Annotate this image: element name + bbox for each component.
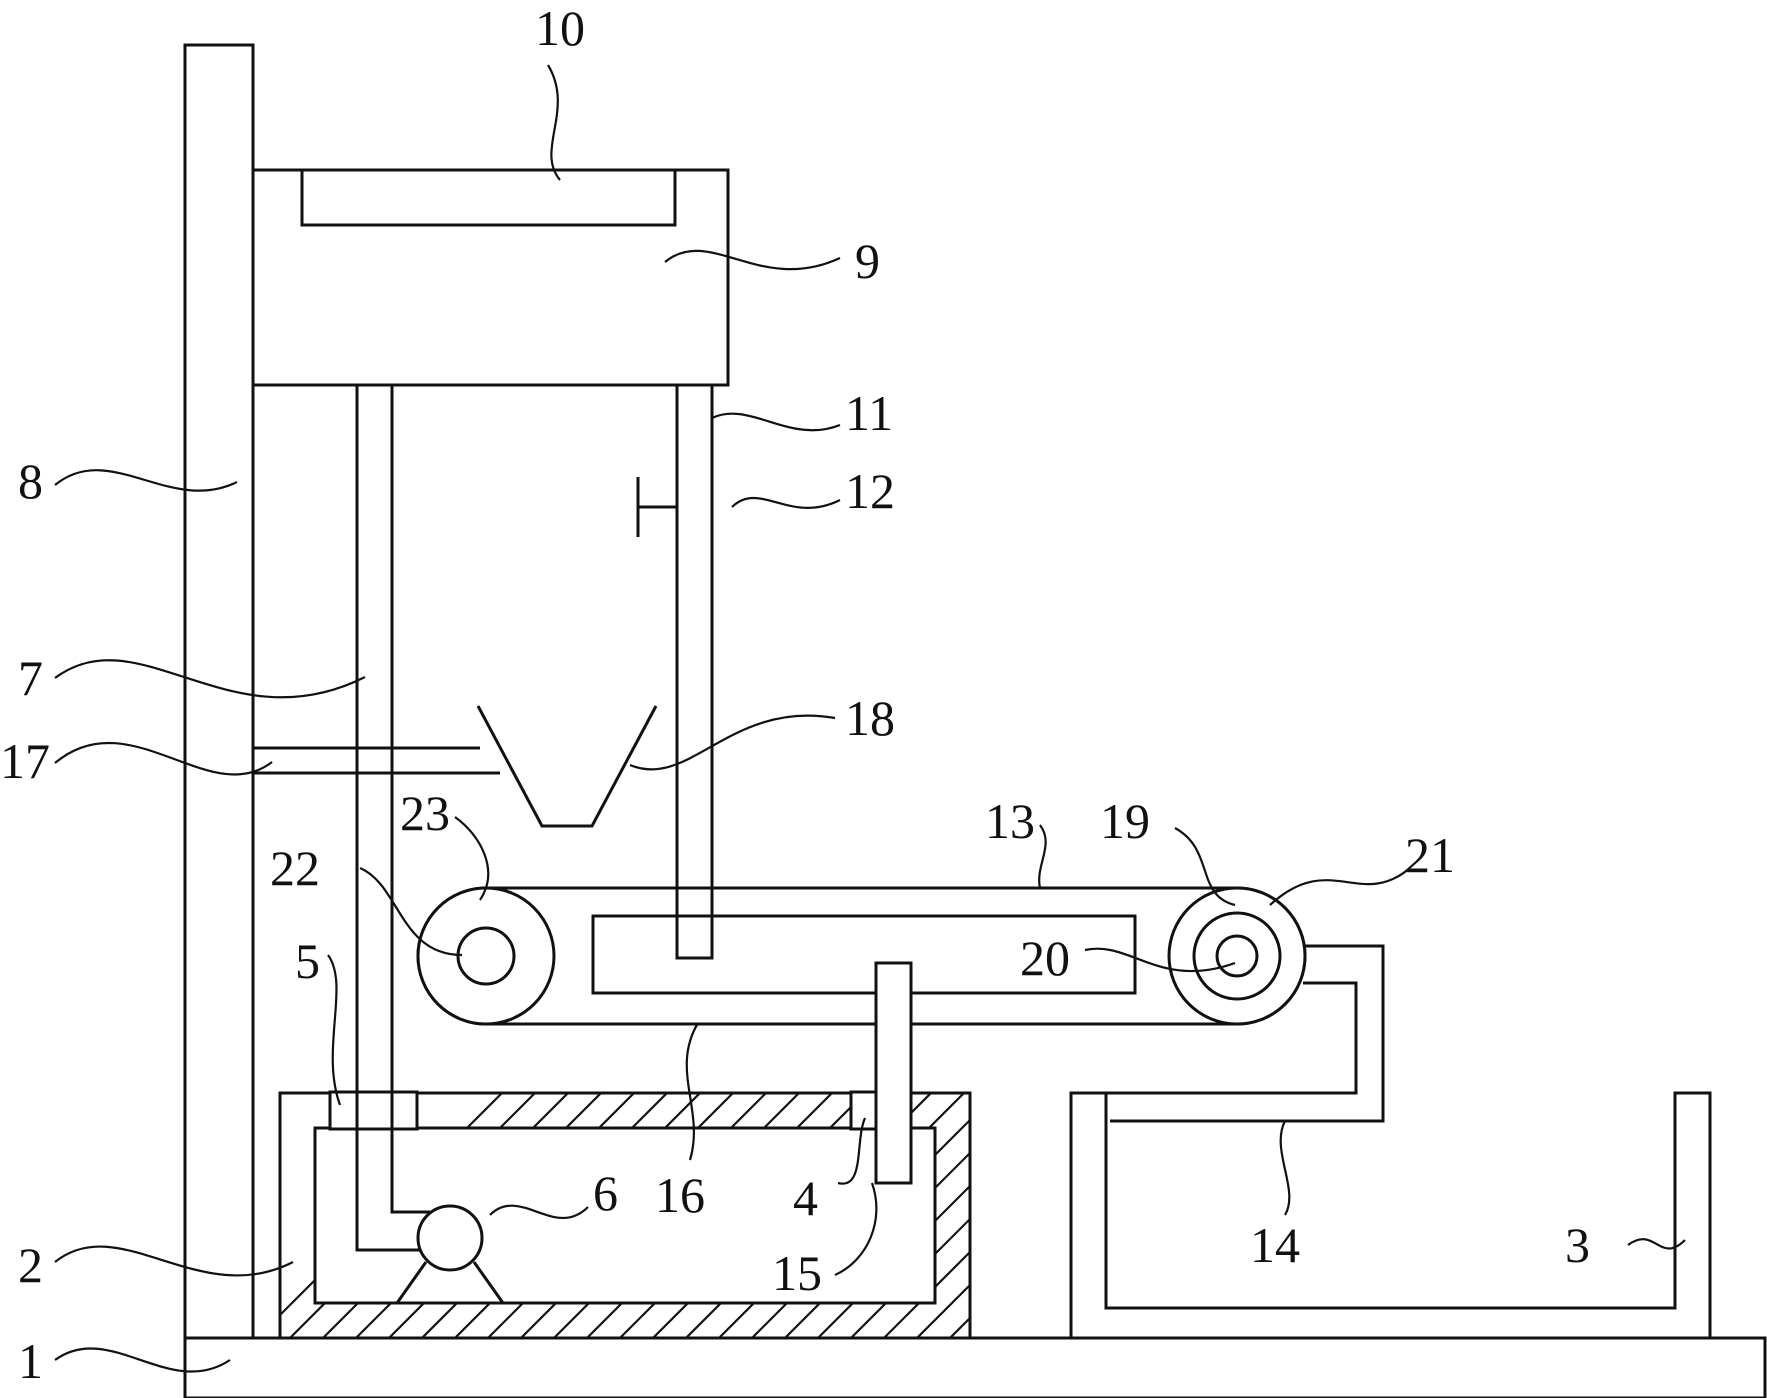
label-17: 17 (0, 733, 50, 789)
hatch-line (612, 1093, 874, 1338)
label-11: 11 (845, 385, 893, 441)
right-inner-wheel (1192, 911, 1282, 1001)
label-2: 2 (18, 1237, 43, 1293)
leader-14 (1279, 1120, 1291, 1216)
leader-15 (834, 1182, 878, 1277)
hatch-line (909, 1093, 970, 1338)
left-pulley (416, 886, 556, 1026)
housing-lid (300, 170, 677, 227)
hatch-line (876, 1093, 970, 1338)
pump-stand (395, 1261, 505, 1304)
leader-21 (1269, 867, 1411, 906)
label-16: 16 (655, 1167, 705, 1223)
hatch-line (1009, 1085, 1269, 1345)
leader-8 (54, 469, 238, 492)
label-4: 4 (793, 1170, 818, 1226)
plate (874, 961, 913, 1185)
label-8: 8 (18, 453, 43, 509)
handle (636, 477, 677, 537)
label-23: 23 (400, 785, 450, 841)
pipe-through-lid (355, 1093, 394, 1128)
leader-6 (489, 1204, 589, 1220)
label-6: 6 (593, 1165, 618, 1221)
label-12: 12 (845, 463, 895, 519)
leader-3 (1627, 1238, 1686, 1250)
pipe-inner (390, 385, 430, 1214)
label-1: 1 (18, 1333, 43, 1389)
leader-5 (327, 954, 342, 1106)
hopper (476, 705, 658, 828)
label-19: 19 (1100, 793, 1150, 849)
pipe-outer (355, 385, 432, 1252)
hatch-line (711, 1093, 970, 1338)
rod (675, 383, 714, 960)
label-14: 14 (1250, 1217, 1300, 1273)
leader-9 (664, 249, 841, 271)
leader-4 (837, 1117, 867, 1185)
leader-12 (731, 496, 841, 509)
leader-1 (54, 1347, 231, 1373)
label-21: 21 (1405, 827, 1455, 883)
label-13: 13 (985, 793, 1035, 849)
column (183, 43, 255, 1340)
label-3: 3 (1565, 1217, 1590, 1273)
bracket-outer (1110, 944, 1385, 1123)
leader-22 (359, 866, 463, 957)
leader-23 (454, 816, 490, 901)
crossbar (253, 746, 500, 775)
top-housing (251, 168, 730, 387)
leader-18 (629, 714, 836, 771)
leader-10 (547, 64, 561, 181)
label-7: 7 (18, 650, 43, 706)
leader-17 (54, 741, 273, 776)
label-22: 22 (270, 840, 320, 896)
label-5: 5 (295, 933, 320, 989)
slider-frame (591, 914, 1137, 995)
leader-7 (54, 659, 366, 699)
label-15: 15 (772, 1245, 822, 1301)
leader-2 (54, 1245, 294, 1277)
left-axle (456, 926, 516, 986)
leader-19 (1174, 827, 1236, 907)
leader-20 (1084, 947, 1236, 973)
leader-13 (1038, 824, 1047, 889)
right-pulley (1167, 886, 1307, 1026)
collection-tray (1071, 1091, 1712, 1338)
label-10: 10 (535, 0, 585, 56)
tank-inlet (328, 1090, 419, 1131)
label-9: 9 (855, 233, 880, 289)
hatch-line (513, 1093, 775, 1338)
leader-16 (685, 1022, 699, 1161)
pump (416, 1204, 484, 1272)
label-18: 18 (845, 690, 895, 746)
tank-outer (278, 1091, 972, 1340)
hatch-line (942, 1093, 970, 1338)
leader-11 (711, 412, 841, 432)
base-plate (183, 1336, 1767, 1398)
right-axle (1215, 934, 1259, 978)
leader-lines (54, 64, 1686, 1373)
tank-inner (313, 1126, 937, 1305)
callouts: 10 9 11 12 8 7 17 18 23 22 13 19 21 20 5… (0, 0, 1590, 1389)
label-20: 20 (1020, 930, 1070, 986)
bracket-inner (1069, 981, 1358, 1338)
